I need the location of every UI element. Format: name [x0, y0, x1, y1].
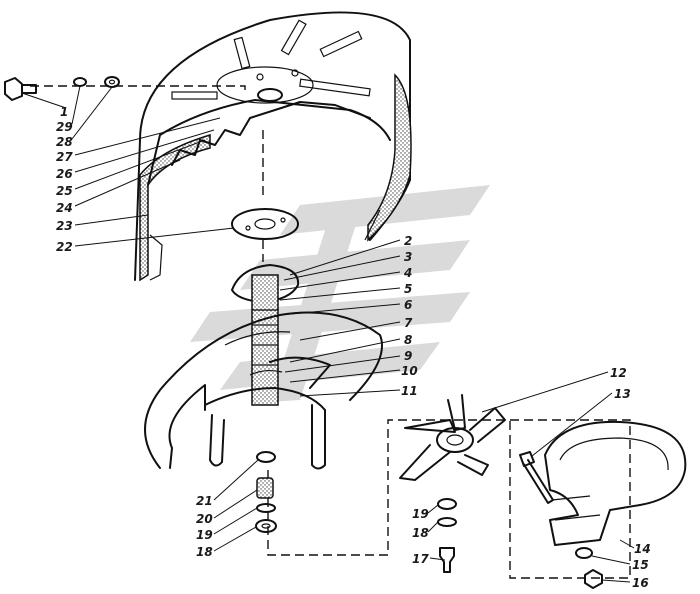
label-18-fan: 18	[412, 526, 429, 540]
label-23: 23	[56, 219, 73, 233]
label-22: 22	[56, 240, 73, 254]
small-parts-stack-right	[437, 498, 457, 573]
assembly-dashed-lines	[30, 85, 631, 579]
mounting-plate-22	[231, 208, 299, 240]
leader-lines	[21, 85, 635, 583]
label-15: 15	[632, 558, 649, 572]
label-27: 27	[56, 150, 73, 164]
label-19-fan: 19	[412, 507, 429, 521]
label-25: 25	[56, 184, 73, 198]
lower-housing	[144, 311, 383, 470]
center-shaft-assembly	[231, 264, 300, 406]
label-24: 24	[56, 201, 73, 215]
label-12: 12	[610, 366, 627, 380]
label-5: 5	[404, 282, 412, 296]
label-29: 29	[56, 120, 73, 134]
label-28: 28	[56, 135, 73, 149]
label-16: 16	[632, 576, 649, 590]
label-13: 13	[614, 387, 631, 401]
part-labels: 1 29 28 27 26 25 24 23 22 2 3 4 5 6 7 8 …	[56, 105, 651, 590]
label-19: 19	[196, 528, 213, 542]
bolt-washers-1-29-28	[4, 76, 120, 101]
label-20: 20	[196, 512, 213, 526]
label-18: 18	[196, 545, 213, 559]
label-26: 26	[56, 167, 73, 181]
label-14: 14	[634, 542, 651, 556]
upper-housing	[134, 11, 412, 282]
label-11: 11	[401, 384, 418, 398]
label-7: 7	[404, 316, 413, 330]
clamp-band-14	[519, 420, 687, 589]
label-6: 6	[404, 298, 412, 312]
label-3: 3	[404, 250, 412, 264]
label-10: 10	[401, 364, 418, 378]
label-1: 1	[60, 105, 68, 119]
label-4: 4	[403, 266, 412, 280]
label-21: 21	[196, 494, 213, 508]
label-8: 8	[404, 333, 412, 347]
label-2: 2	[404, 234, 412, 248]
label-17: 17	[412, 552, 429, 566]
label-9: 9	[404, 349, 412, 363]
fan-impeller-12	[399, 394, 506, 481]
small-parts-stack-left	[255, 451, 277, 533]
